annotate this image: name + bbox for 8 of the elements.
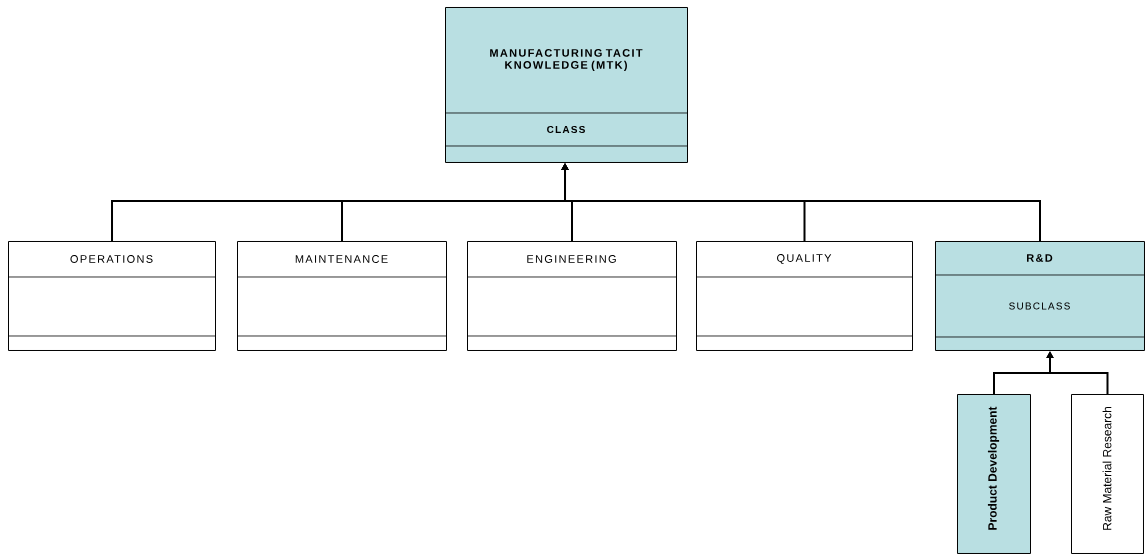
class-box: ENGINEERING (466, 241, 677, 351)
subclass-box: Product Development (957, 394, 1031, 554)
class-box: QUALITY (695, 241, 913, 351)
subclass-box: Raw Material Research (1071, 394, 1144, 554)
class-box: OPERATIONS (7, 241, 216, 351)
class-box: MANUFACTURING TACIT KNOWLEDGE (MTK) CLASS (444, 7, 688, 163)
class-box: R&D SUBCLASS (934, 241, 1145, 351)
class-box: MAINTENANCE (236, 241, 447, 351)
